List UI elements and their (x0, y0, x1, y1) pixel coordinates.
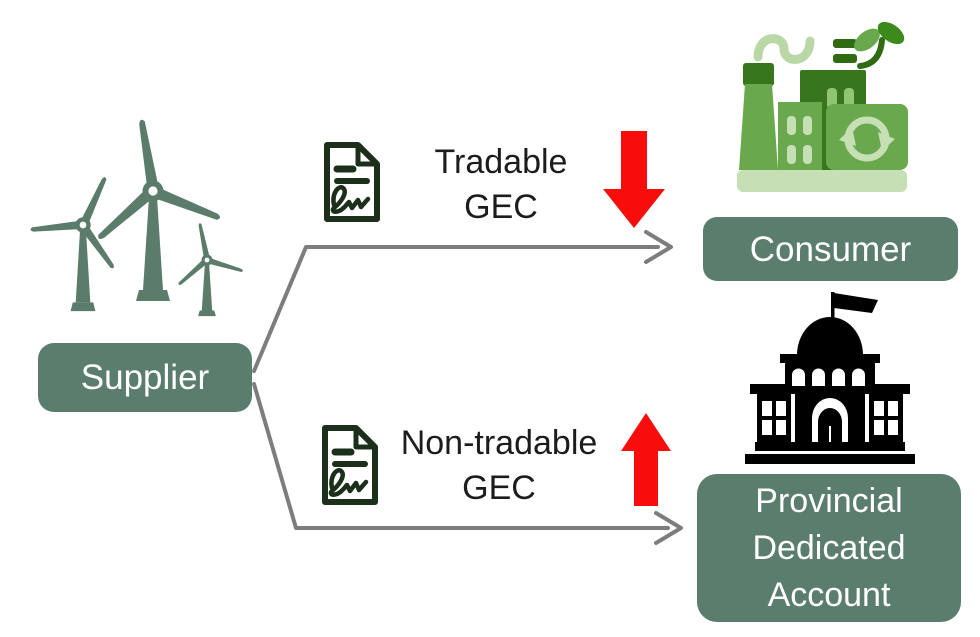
sprout-icon (854, 21, 905, 69)
tradable-line1: Tradable (434, 143, 568, 181)
tradable-line2: GEC (464, 188, 538, 226)
turbine-left (30, 175, 117, 312)
nontradable-gec-label: Non-tradable GEC (378, 421, 620, 511)
supplier-label: Supplier (80, 358, 210, 397)
factory-buildings (739, 63, 908, 170)
certificate-document-icon-nontradable (322, 425, 378, 505)
recycle-arrows-icon (839, 116, 895, 162)
turbine-small (177, 222, 244, 317)
supplier-box: Supplier (38, 343, 252, 412)
connector-top-arrowhead (644, 230, 673, 264)
provincial-line3: Account (767, 575, 891, 614)
green-factory-recycle-icon (737, 21, 908, 192)
connector-top-line (252, 245, 660, 373)
wind-turbines-icon (30, 118, 244, 317)
door-arch (818, 408, 842, 442)
flag-pole (831, 292, 835, 320)
certificate-document-icon-tradable (324, 142, 380, 222)
provincial-line1: Provincial (755, 481, 903, 520)
provincial-account-label: Provincial Dedicated Account (752, 478, 905, 619)
provincial-line2: Dedicated (752, 528, 906, 567)
flag (834, 293, 878, 313)
factory-base (737, 170, 907, 192)
turbine-large (95, 118, 223, 301)
equals-icon (833, 39, 857, 63)
red-arrow-up-icon (621, 413, 671, 506)
nontradable-line1: Non-tradable (400, 424, 598, 462)
factory-smoke-squiggle-icon (753, 34, 815, 64)
connector-bottom-arrowhead (654, 511, 683, 545)
government-building-icon (745, 292, 915, 464)
provincial-account-box: Provincial Dedicated Account (697, 474, 961, 622)
consumer-box: Consumer (703, 217, 958, 281)
nontradable-line2: GEC (462, 469, 536, 507)
dome (797, 317, 863, 355)
consumer-label: Consumer (749, 229, 912, 269)
connector-bottom-line (252, 382, 670, 530)
red-arrow-down-icon (603, 131, 665, 228)
tradable-gec-label: Tradable GEC (396, 140, 606, 230)
